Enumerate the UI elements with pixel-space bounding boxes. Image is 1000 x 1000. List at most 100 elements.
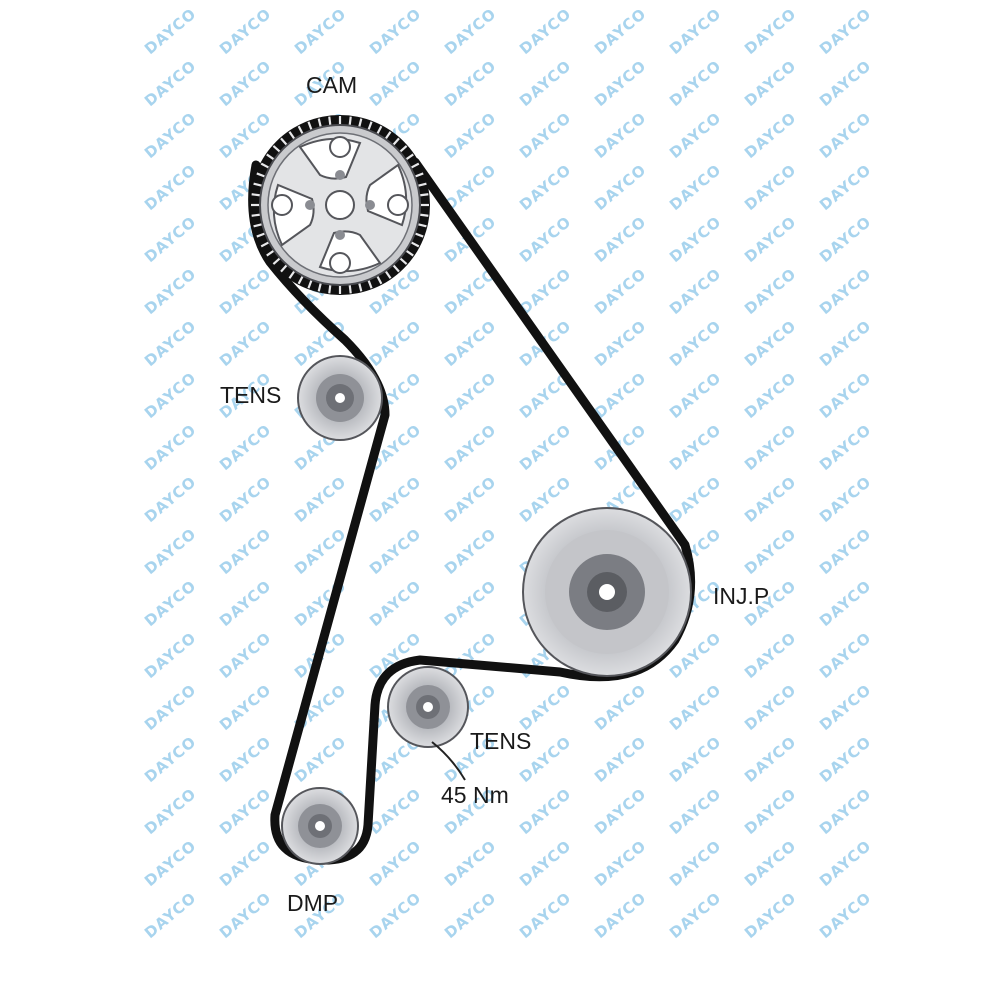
watermark-text: DAYCO — [591, 681, 650, 734]
cam-tooth — [410, 241, 420, 248]
watermark-text: DAYCO — [591, 889, 650, 942]
watermark-text: DAYCO — [591, 785, 650, 838]
watermark-text: DAYCO — [816, 525, 875, 578]
cam-tooth — [288, 270, 296, 279]
watermark-text: DAYCO — [591, 733, 650, 786]
cam-tooth — [251, 213, 261, 217]
cam-tooth — [253, 223, 263, 228]
cam-tooth — [297, 125, 304, 135]
watermark-text: DAYCO — [441, 525, 500, 578]
cam-tooth — [266, 153, 275, 161]
cam-tooth — [399, 145, 408, 153]
watermark-text: DAYCO — [816, 265, 875, 318]
watermark-text: DAYCO — [441, 57, 500, 110]
watermark-text: DAYCO — [216, 525, 275, 578]
watermark-text: DAYCO — [516, 109, 575, 162]
watermark-text: DAYCO — [141, 369, 200, 422]
cam-tooth — [266, 249, 275, 257]
watermark-text: DAYCO — [816, 317, 875, 370]
watermark-text: DAYCO — [666, 785, 725, 838]
watermark-text: DAYCO — [816, 57, 875, 110]
watermark-text: DAYCO — [366, 473, 425, 526]
cam-tooth — [384, 131, 392, 140]
watermark-text: DAYCO — [141, 57, 200, 110]
watermark-text: DAYCO — [141, 785, 200, 838]
watermark-text: DAYCO — [666, 473, 725, 526]
watermark-text: DAYCO — [441, 837, 500, 890]
cam-tooth — [405, 249, 414, 257]
watermark-text: DAYCO — [141, 5, 200, 58]
cam-tooth — [251, 193, 261, 197]
watermark-text: DAYCO — [741, 265, 800, 318]
watermark-text: DAYCO — [816, 837, 875, 890]
watermark-text: DAYCO — [141, 681, 200, 734]
watermark-text: DAYCO — [216, 317, 275, 370]
cam-tooth — [367, 121, 373, 131]
watermark-text: DAYCO — [441, 577, 500, 630]
watermark-text: DAYCO — [741, 889, 800, 942]
watermark-text: DAYCO — [216, 681, 275, 734]
watermark-text: DAYCO — [591, 265, 650, 318]
cam-tooth — [399, 257, 408, 265]
watermark-text: DAYCO — [591, 57, 650, 110]
watermark-text: DAYCO — [216, 265, 275, 318]
cam-pulley-teeth — [251, 116, 429, 294]
cam-tooth — [317, 118, 322, 128]
cam-tooth — [392, 264, 400, 273]
cam-label: CAM — [306, 72, 357, 98]
watermark-text: DAYCO — [816, 369, 875, 422]
cam-tooth — [280, 264, 288, 273]
watermark-text: DAYCO — [666, 369, 725, 422]
watermark-text: DAYCO — [141, 213, 200, 266]
watermark-text: DAYCO — [216, 5, 275, 58]
watermark-text: DAYCO — [216, 577, 275, 630]
watermark-text: DAYCO — [741, 213, 800, 266]
watermark-text: DAYCO — [291, 473, 350, 526]
watermark-text: DAYCO — [741, 837, 800, 890]
watermark-text: DAYCO — [741, 161, 800, 214]
watermark-text: DAYCO — [816, 629, 875, 682]
watermark-text: DAYCO — [216, 785, 275, 838]
cam-tooth — [414, 232, 424, 238]
lower-tensioner-pulley — [387, 666, 469, 748]
watermark-text: DAYCO — [366, 837, 425, 890]
upper-tensioner-pulley — [297, 355, 383, 441]
watermark-text: DAYCO — [741, 421, 800, 474]
cam-tooth — [256, 232, 266, 238]
cam-tooth — [358, 118, 363, 128]
watermark-text: DAYCO — [816, 889, 875, 942]
cam-tooth — [260, 162, 270, 169]
watermark-text: DAYCO — [666, 681, 725, 734]
watermark-text: DAYCO — [141, 525, 200, 578]
watermark-text: DAYCO — [216, 421, 275, 474]
watermark-text: DAYCO — [741, 5, 800, 58]
watermark-text: DAYCO — [666, 161, 725, 214]
watermark-text: DAYCO — [816, 785, 875, 838]
watermark-text: DAYCO — [816, 681, 875, 734]
watermark-text: DAYCO — [591, 369, 650, 422]
watermark-text: DAYCO — [366, 577, 425, 630]
watermark-text: DAYCO — [666, 317, 725, 370]
watermark-text: DAYCO — [741, 473, 800, 526]
cam-tooth — [280, 137, 288, 146]
watermark-text: DAYCO — [141, 577, 200, 630]
watermark-text: DAYCO — [366, 785, 425, 838]
watermark-text: DAYCO — [441, 421, 500, 474]
watermark-text: DAYCO — [291, 5, 350, 58]
cam-tooth — [348, 284, 352, 294]
cam-tooth — [348, 116, 352, 126]
cam-tooth — [419, 213, 429, 217]
watermark-text: DAYCO — [666, 889, 725, 942]
watermark-text: DAYCO — [816, 213, 875, 266]
cam-tooth — [417, 182, 427, 187]
damper-pulley — [281, 787, 359, 865]
watermark-text: DAYCO — [816, 577, 875, 630]
watermark-text: DAYCO — [591, 213, 650, 266]
watermark-text: DAYCO — [741, 733, 800, 786]
watermark-text: DAYCO — [141, 161, 200, 214]
watermark-text: DAYCO — [816, 473, 875, 526]
watermark-text: DAYCO — [141, 109, 200, 162]
lower-tensioner-label: TENS — [470, 728, 531, 754]
watermark-text: DAYCO — [216, 837, 275, 890]
